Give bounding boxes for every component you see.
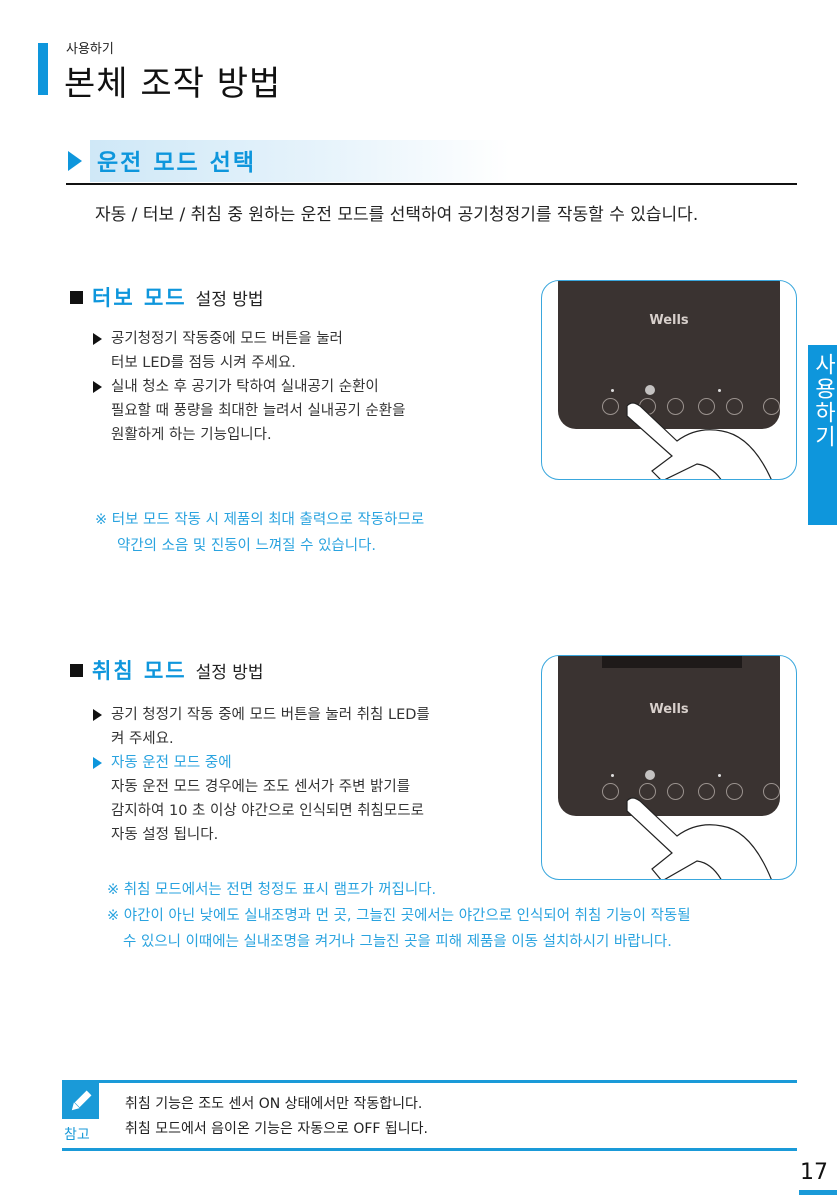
- bullet-text: 켜 주세요.: [111, 731, 174, 747]
- filter-button-icon: [726, 398, 743, 415]
- bullet-title: 자동 운전 모드 중에: [111, 755, 232, 771]
- reference-label: 참고: [64, 1127, 90, 1143]
- finger-hand-icon: [626, 402, 772, 479]
- fan-button-icon: [667, 398, 684, 415]
- bullet-text: 자동 설정 됩니다.: [111, 827, 219, 843]
- page-number-bar: [799, 1190, 837, 1195]
- bullet-text: 공기 청정기 작동 중에 모드 버튼을 눌러 취침 LED를: [111, 707, 430, 723]
- note-line: ※ 터보 모드 작동 시 제품의 최대 출력으로 작동하므로: [95, 512, 425, 528]
- page-number: 17: [800, 1160, 828, 1185]
- bullet-text: 터보 LED를 점등 시켜 주세요.: [111, 355, 296, 371]
- mode-button-icon: [639, 783, 656, 800]
- timer-button-icon: [698, 783, 715, 800]
- bullet-text: 감지하여 10 초 이상 야간으로 인식되면 취침모드로: [111, 803, 424, 819]
- section-divider: [66, 183, 797, 185]
- bullet-text: 필요할 때 풍량을 최대한 늘려서 실내공기 순환을: [111, 403, 406, 419]
- pencil-icon: [62, 1083, 99, 1119]
- bullet-text: 실내 청소 후 공기가 탁하여 실내공기 순환이: [111, 379, 379, 395]
- square-bullet-icon: [70, 290, 83, 304]
- triangle-bullet-icon: [68, 151, 82, 171]
- sleep-mode-name: 취침 모드: [92, 659, 187, 683]
- wifi-button-icon: [602, 398, 619, 415]
- triangle-bullet-icon: [93, 709, 102, 721]
- power-button-icon: [763, 783, 780, 800]
- triangle-bullet-icon: [93, 333, 102, 345]
- page-title: 본체 조작 방법: [64, 64, 282, 104]
- heading-suffix: 설정 방법: [195, 289, 264, 310]
- sleep-control-panel-image: Wells: [541, 655, 797, 880]
- sleep-notes: ※ 취침 모드에서는 전면 청정도 표시 램프가 꺼집니다. ※ 야간이 아닌 …: [107, 877, 691, 955]
- turbo-control-panel-image: Wells: [541, 280, 797, 480]
- breadcrumb: 사용하기: [66, 42, 114, 57]
- sleep-heading: 취침 모드 설정 방법: [70, 655, 264, 685]
- reference-bottom-rule: [62, 1148, 797, 1151]
- reference-text: 취침 기능은 조도 센서 ON 상태에서만 작동합니다. 취침 모드에서 음이온…: [125, 1092, 428, 1142]
- wells-logo: Wells: [649, 313, 689, 328]
- bullet-text: 공기청정기 작동중에 모드 버튼을 눌러: [111, 331, 343, 347]
- reference-top-rule: [62, 1080, 797, 1083]
- triangle-bullet-icon: [93, 757, 102, 769]
- finger-hand-icon: [626, 797, 772, 879]
- section-description: 자동 / 터보 / 취침 중 원하는 운전 모드를 선택하여 공기청정기를 작동…: [95, 205, 699, 225]
- title-accent-bar: [38, 43, 48, 95]
- filter-button-icon: [726, 783, 743, 800]
- sleep-bullets: 공기 청정기 작동 중에 모드 버튼을 눌러 취침 LED를 켜 주세요. 자동…: [93, 703, 430, 847]
- section-header-background: [90, 140, 510, 182]
- note-line: 약간의 소음 및 진동이 느껴질 수 있습니다.: [117, 538, 377, 554]
- turbo-mode-name: 터보 모드: [92, 286, 187, 310]
- reference-line: 취침 모드에서 음이온 기능은 자동으로 OFF 됩니다.: [125, 1121, 428, 1137]
- turbo-bullets: 공기청정기 작동중에 모드 버튼을 눌러 터보 LED를 점등 시켜 주세요. …: [93, 327, 405, 447]
- side-tab-usage[interactable]: 사용하기: [808, 345, 837, 525]
- note-line: ※ 야간이 아닌 낮에도 실내조명과 먼 곳, 그늘진 곳에서는 야간으로 인식…: [107, 908, 691, 924]
- fan-button-icon: [667, 783, 684, 800]
- wifi-button-icon: [602, 783, 619, 800]
- square-bullet-icon: [70, 663, 83, 677]
- wells-logo: Wells: [649, 702, 689, 717]
- turbo-heading: 터보 모드 설정 방법: [70, 282, 264, 312]
- timer-button-icon: [698, 398, 715, 415]
- turbo-note: ※ 터보 모드 작동 시 제품의 최대 출력으로 작동하므로 약간의 소음 및 …: [95, 507, 424, 559]
- reference-line: 취침 기능은 조도 센서 ON 상태에서만 작동합니다.: [125, 1096, 423, 1112]
- bullet-text: 자동 운전 모드 경우에는 조도 센서가 주변 밝기를: [111, 779, 411, 795]
- triangle-bullet-icon: [93, 381, 102, 393]
- note-line: ※ 취침 모드에서는 전면 청정도 표시 램프가 꺼집니다.: [107, 882, 437, 898]
- note-line: 수 있으니 이때에는 실내조명을 켜거나 그늘진 곳을 피해 제품을 이동 설치…: [123, 934, 672, 950]
- bullet-text: 원활하게 하는 기능입니다.: [111, 427, 272, 443]
- section-title: 운전 모드 선택: [97, 150, 256, 176]
- power-button-icon: [763, 398, 780, 415]
- heading-suffix: 설정 방법: [195, 662, 264, 683]
